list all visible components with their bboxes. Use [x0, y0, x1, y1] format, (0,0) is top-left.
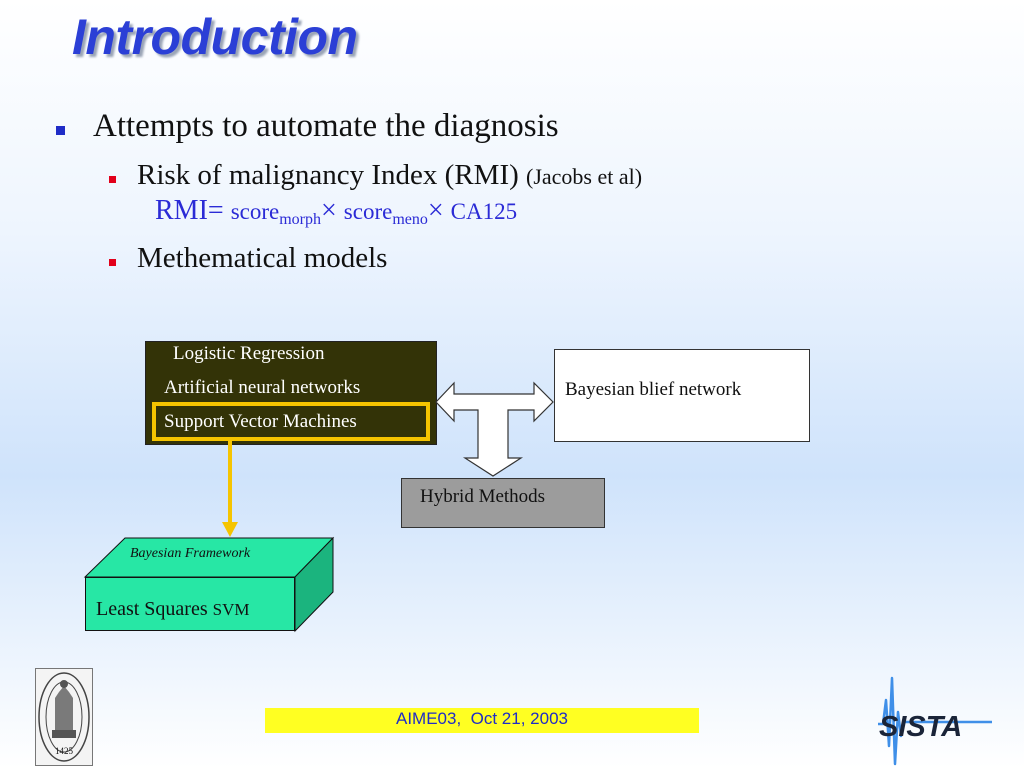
- bullet-marker-icon: [109, 259, 116, 266]
- slide-title: Introduction: [72, 9, 358, 65]
- model-support-vector-machines: Support Vector Machines: [164, 411, 357, 432]
- tee-arrow-icon: [435, 381, 554, 477]
- university-seal-icon: 1425: [35, 668, 93, 766]
- bayesian-network-label: Bayesian blief network: [565, 379, 742, 400]
- green-box-side-face: [294, 536, 334, 633]
- formula-times: ×: [321, 195, 337, 226]
- formula-term-score-meno: scoremeno: [343, 199, 428, 228]
- bullet-mathematical-models: Methematical models: [137, 242, 388, 274]
- bayesian-network-box: [554, 349, 810, 442]
- bullet-automate-diagnosis: Attempts to automate the diagnosis: [93, 108, 559, 144]
- formula-term-ca125: CA125: [450, 199, 518, 224]
- formula-times: ×: [427, 195, 444, 226]
- hybrid-methods-box: [401, 478, 605, 528]
- footer-bar: [265, 708, 699, 733]
- rmi-formula: RMI= scoremorph× scoremeno× CA125: [155, 195, 517, 229]
- svm-highlight-frame: [152, 402, 430, 441]
- least-squares-svm-label: Least Squares SVM: [96, 598, 250, 620]
- least-squares-svm-box: [85, 577, 295, 631]
- sista-logo-text: SISTA: [879, 711, 962, 743]
- rmi-text: Risk of malignancy Index (RMI): [137, 159, 519, 191]
- bayesian-framework-label: Bayesian Framework: [130, 546, 251, 561]
- model-artificial-neural-networks: Artificial neural networks: [164, 377, 361, 398]
- hybrid-methods-label: Hybrid Methods: [420, 486, 546, 507]
- rmi-citation: (Jacobs et al): [526, 164, 643, 189]
- model-logistic-regression: Logistic Regression: [173, 343, 325, 364]
- yellow-arrowhead-icon: [222, 522, 238, 537]
- models-box: [145, 341, 437, 445]
- bullet-marker-icon: [56, 126, 65, 135]
- formula-term-score-morph: scoremorph: [230, 199, 321, 228]
- bullet-marker-icon: [109, 176, 116, 183]
- seal-year: 1425: [55, 746, 74, 756]
- bullet-rmi: Risk of malignancy Index (RMI) (Jacobs e…: [137, 159, 642, 192]
- footer-text: AIME03, Oct 21, 2003: [396, 709, 568, 728]
- formula-lhs: RMI=: [155, 195, 224, 226]
- sista-logo-icon: SISTA: [878, 676, 992, 766]
